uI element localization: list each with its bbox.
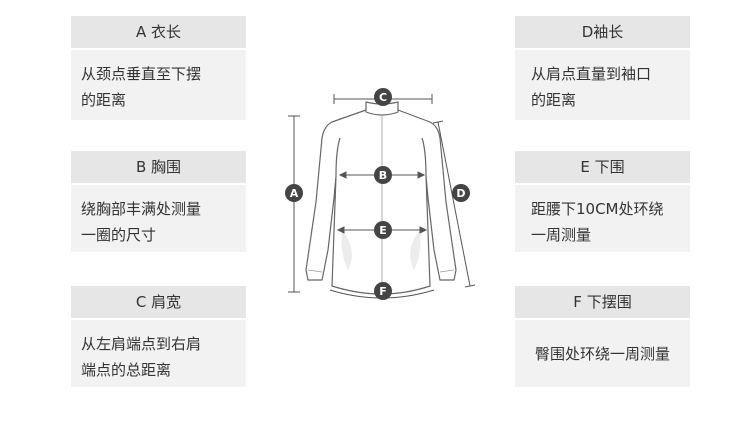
label-f: F xyxy=(379,285,387,298)
card-lower: E 下围 距腰下10CM处环绕 一周测量 xyxy=(515,151,690,252)
card-shoulder-desc: 从左肩端点到右肩 端点的总距离 xyxy=(71,320,246,387)
card-hem-line1: 臀围处环绕一周测量 xyxy=(534,345,670,363)
card-sleeve: D袖长 从肩点直量到袖口 的距离 xyxy=(515,16,690,120)
label-d: D xyxy=(456,187,465,200)
card-lower-line2: 一周测量 xyxy=(531,226,592,244)
fabric-shading xyxy=(341,230,421,270)
label-e-badge: E xyxy=(374,221,392,239)
shirt-diagram: A C B E F D xyxy=(285,88,476,300)
shirt-outline xyxy=(305,101,457,295)
card-shoulder-title: C 肩宽 xyxy=(71,286,246,318)
label-b-badge: B xyxy=(374,166,392,184)
card-chest-desc: 绕胸部丰满处测量 一圈的尺寸 xyxy=(71,185,246,252)
card-sleeve-line1: 从肩点直量到袖口 xyxy=(531,65,652,83)
card-shoulder-line2: 端点的总距离 xyxy=(81,361,172,379)
label-f-badge: F xyxy=(374,282,392,300)
sleeve-seam-left xyxy=(335,137,341,177)
card-chest-title: B 胸围 xyxy=(71,151,246,183)
card-chest-line2: 一圈的尺寸 xyxy=(81,226,157,244)
card-hem-desc: 臀围处环绕一周测量 xyxy=(515,320,690,387)
card-shoulder-line1: 从左肩端点到右肩 xyxy=(81,335,202,353)
card-sleeve-desc: 从肩点直量到袖口 的距离 xyxy=(515,50,690,120)
card-sleeve-title: D袖长 xyxy=(515,16,690,48)
card-sleeve-line2: 的距离 xyxy=(531,91,577,109)
label-e: E xyxy=(379,224,387,237)
label-a: A xyxy=(290,187,299,200)
sleeve-seam-right xyxy=(421,137,427,177)
card-lower-title: E 下围 xyxy=(515,151,690,183)
label-d-badge: D xyxy=(452,184,470,202)
shirt-body xyxy=(305,109,457,295)
card-length-desc: 从颈点垂直至下摆 的距离 xyxy=(71,50,246,120)
card-chest: B 胸围 绕胸部丰满处测量 一圈的尺寸 xyxy=(71,151,246,252)
card-shoulder: C 肩宽 从左肩端点到右肩 端点的总距离 xyxy=(71,286,246,387)
card-lower-desc: 距腰下10CM处环绕 一周测量 xyxy=(515,185,690,252)
card-length-line1: 从颈点垂直至下摆 xyxy=(81,65,202,83)
card-hem: F 下摆围 臀围处环绕一周测量 xyxy=(515,286,690,387)
label-a-badge: A xyxy=(285,184,303,202)
label-c-badge: C xyxy=(374,88,392,106)
shirt-collar xyxy=(365,101,399,116)
cuff-left xyxy=(307,269,323,273)
label-b: B xyxy=(379,169,387,182)
card-hem-title: F 下摆围 xyxy=(515,286,690,318)
cuff-right xyxy=(439,269,455,273)
card-lower-line1: 距腰下10CM处环绕 xyxy=(531,200,664,218)
card-length-line2: 的距离 xyxy=(81,91,127,109)
card-chest-line1: 绕胸部丰满处测量 xyxy=(81,200,202,218)
card-length: A 衣长 从颈点垂直至下摆 的距离 xyxy=(71,16,246,120)
label-c: C xyxy=(379,91,387,104)
card-length-title: A 衣长 xyxy=(71,16,246,48)
